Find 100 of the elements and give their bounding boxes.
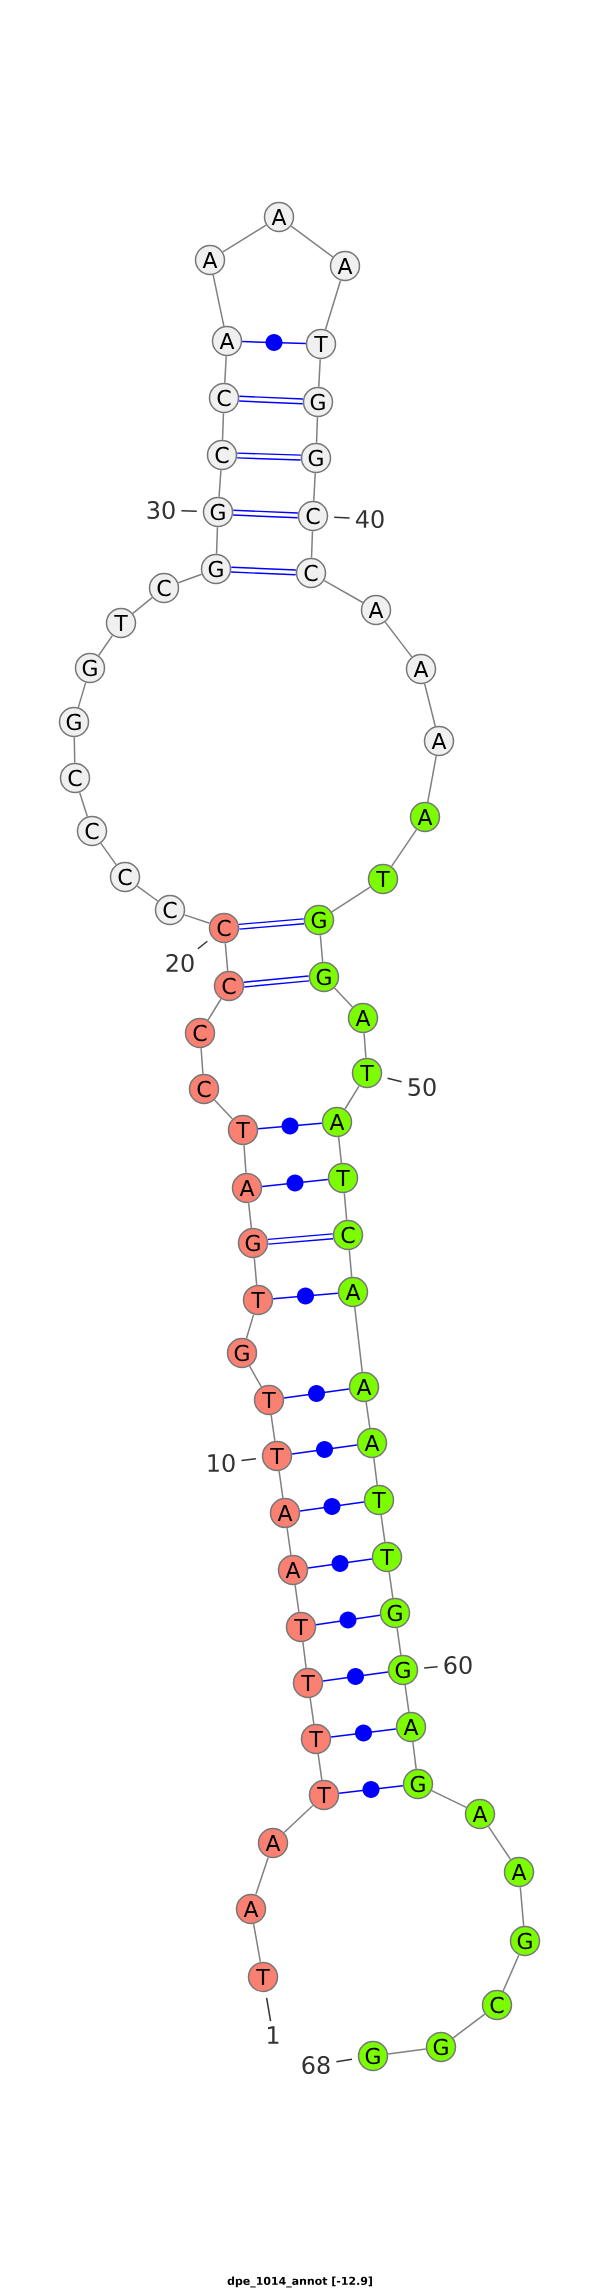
backbone-line: [245, 1313, 255, 1340]
backbone-line: [221, 412, 225, 441]
base-pair-line: [330, 1724, 397, 1742]
backbone-line: [384, 621, 413, 658]
backbone-line: [183, 914, 211, 924]
base-pair-line: [291, 1441, 358, 1458]
position-number: 1: [268, 2026, 279, 2044]
position-number: 68: [302, 2055, 330, 2075]
backbone-line: [207, 998, 222, 1021]
backbone-line: [344, 1085, 360, 1110]
base-pair-line: [322, 1668, 389, 1685]
backbone-line: [253, 1257, 258, 1286]
base-pair-line: [272, 1287, 339, 1305]
backbone-line: [388, 1571, 394, 1599]
base-pair-line: [338, 1781, 404, 1798]
leader-line: [180, 510, 198, 512]
backbone-line: [255, 1856, 269, 1896]
position-number: 30: [147, 500, 175, 520]
backbone-line: [278, 1470, 284, 1499]
backbone-line: [315, 416, 319, 444]
backbone-line: [212, 274, 225, 327]
backbone-line: [73, 736, 76, 764]
backbone-line: [243, 1144, 247, 1174]
backbone-line: [248, 1365, 263, 1388]
backbone-line: [200, 1047, 204, 1075]
position-number: 40: [355, 509, 384, 529]
backbone-line: [333, 987, 354, 1008]
backbone-line: [136, 885, 159, 902]
base-pair-line: [315, 1611, 381, 1629]
backbone-line: [302, 1641, 307, 1669]
backbone-line: [423, 683, 437, 727]
base-pair-line: [238, 918, 305, 930]
backbone-line: [331, 886, 371, 913]
backbone-line: [310, 530, 314, 559]
backbone-line: [348, 1249, 353, 1278]
backbone-line: [247, 1202, 253, 1229]
backbone-line: [396, 1627, 402, 1656]
base-pair-line: [233, 509, 298, 519]
backbone-line: [404, 1684, 410, 1713]
backbone-line: [132, 596, 153, 615]
base-pair-line: [267, 1233, 334, 1245]
backbone-line: [380, 1514, 386, 1543]
backbone-line: [430, 1789, 467, 1809]
backbone-line: [213, 1099, 234, 1120]
leader-line: [335, 2058, 353, 2063]
backbone-line: [319, 934, 324, 963]
base-pair-line: [283, 1385, 350, 1402]
backbone-line: [270, 1414, 276, 1442]
backbone-line: [412, 1741, 417, 1770]
leader-line: [333, 516, 351, 519]
backbone-line: [177, 573, 203, 584]
backbone-line: [354, 1306, 363, 1373]
base-pair-line: [299, 1498, 365, 1515]
backbone-line: [390, 828, 418, 868]
backbone-line: [294, 1584, 300, 1613]
backbone-line: [519, 1886, 525, 1927]
backbone-line: [365, 1401, 371, 1429]
backbone-line: [283, 1804, 314, 1834]
base-pair-line: [241, 334, 307, 351]
leader-line: [423, 1666, 439, 1669]
base-pair-line: [243, 975, 310, 988]
base-pair-line: [307, 1555, 373, 1572]
backbone-line: [224, 355, 227, 384]
backbone-line: [318, 358, 321, 388]
backbone-line: [77, 681, 87, 709]
leader-line: [386, 1077, 403, 1083]
leader-line: [197, 940, 209, 950]
backbone-line: [363, 1032, 367, 1059]
base-pair-line: [237, 452, 301, 461]
leader-line: [240, 1457, 257, 1462]
backbone-line: [290, 225, 334, 258]
position-number: 10: [208, 1453, 235, 1473]
backbone-line: [252, 1923, 262, 1963]
backbone-line: [427, 755, 437, 803]
base-pair-line: [231, 566, 296, 576]
backbone-line: [224, 942, 229, 972]
backbone-line: [502, 1954, 520, 1992]
backbone-line: [317, 1753, 323, 1781]
backbone-line: [97, 634, 114, 657]
backbone-line: [309, 1697, 315, 1725]
position-number: 50: [408, 1077, 436, 1097]
backbone-line: [286, 1527, 292, 1556]
backbone-line: [222, 224, 267, 253]
backbone-line: [387, 2048, 427, 2055]
backbone-line: [215, 526, 219, 555]
caption: dpe_1014_annot [-12.9]: [227, 2276, 372, 2288]
backbone-line: [218, 469, 222, 498]
position-number: 60: [444, 1655, 472, 1675]
backbone-line: [487, 1825, 512, 1861]
backbone-line: [452, 2013, 486, 2039]
backbone-line: [343, 1192, 348, 1221]
leader-line: [265, 1997, 272, 2022]
base-pair-line: [257, 1117, 323, 1135]
backbone-line: [313, 472, 316, 502]
base-pair-line: [261, 1174, 329, 1192]
backbone-line: [323, 579, 364, 604]
backbone-line: [324, 279, 342, 331]
backbone-line: [100, 842, 117, 866]
base-pair-line: [239, 395, 303, 405]
position-number: 20: [166, 953, 194, 973]
